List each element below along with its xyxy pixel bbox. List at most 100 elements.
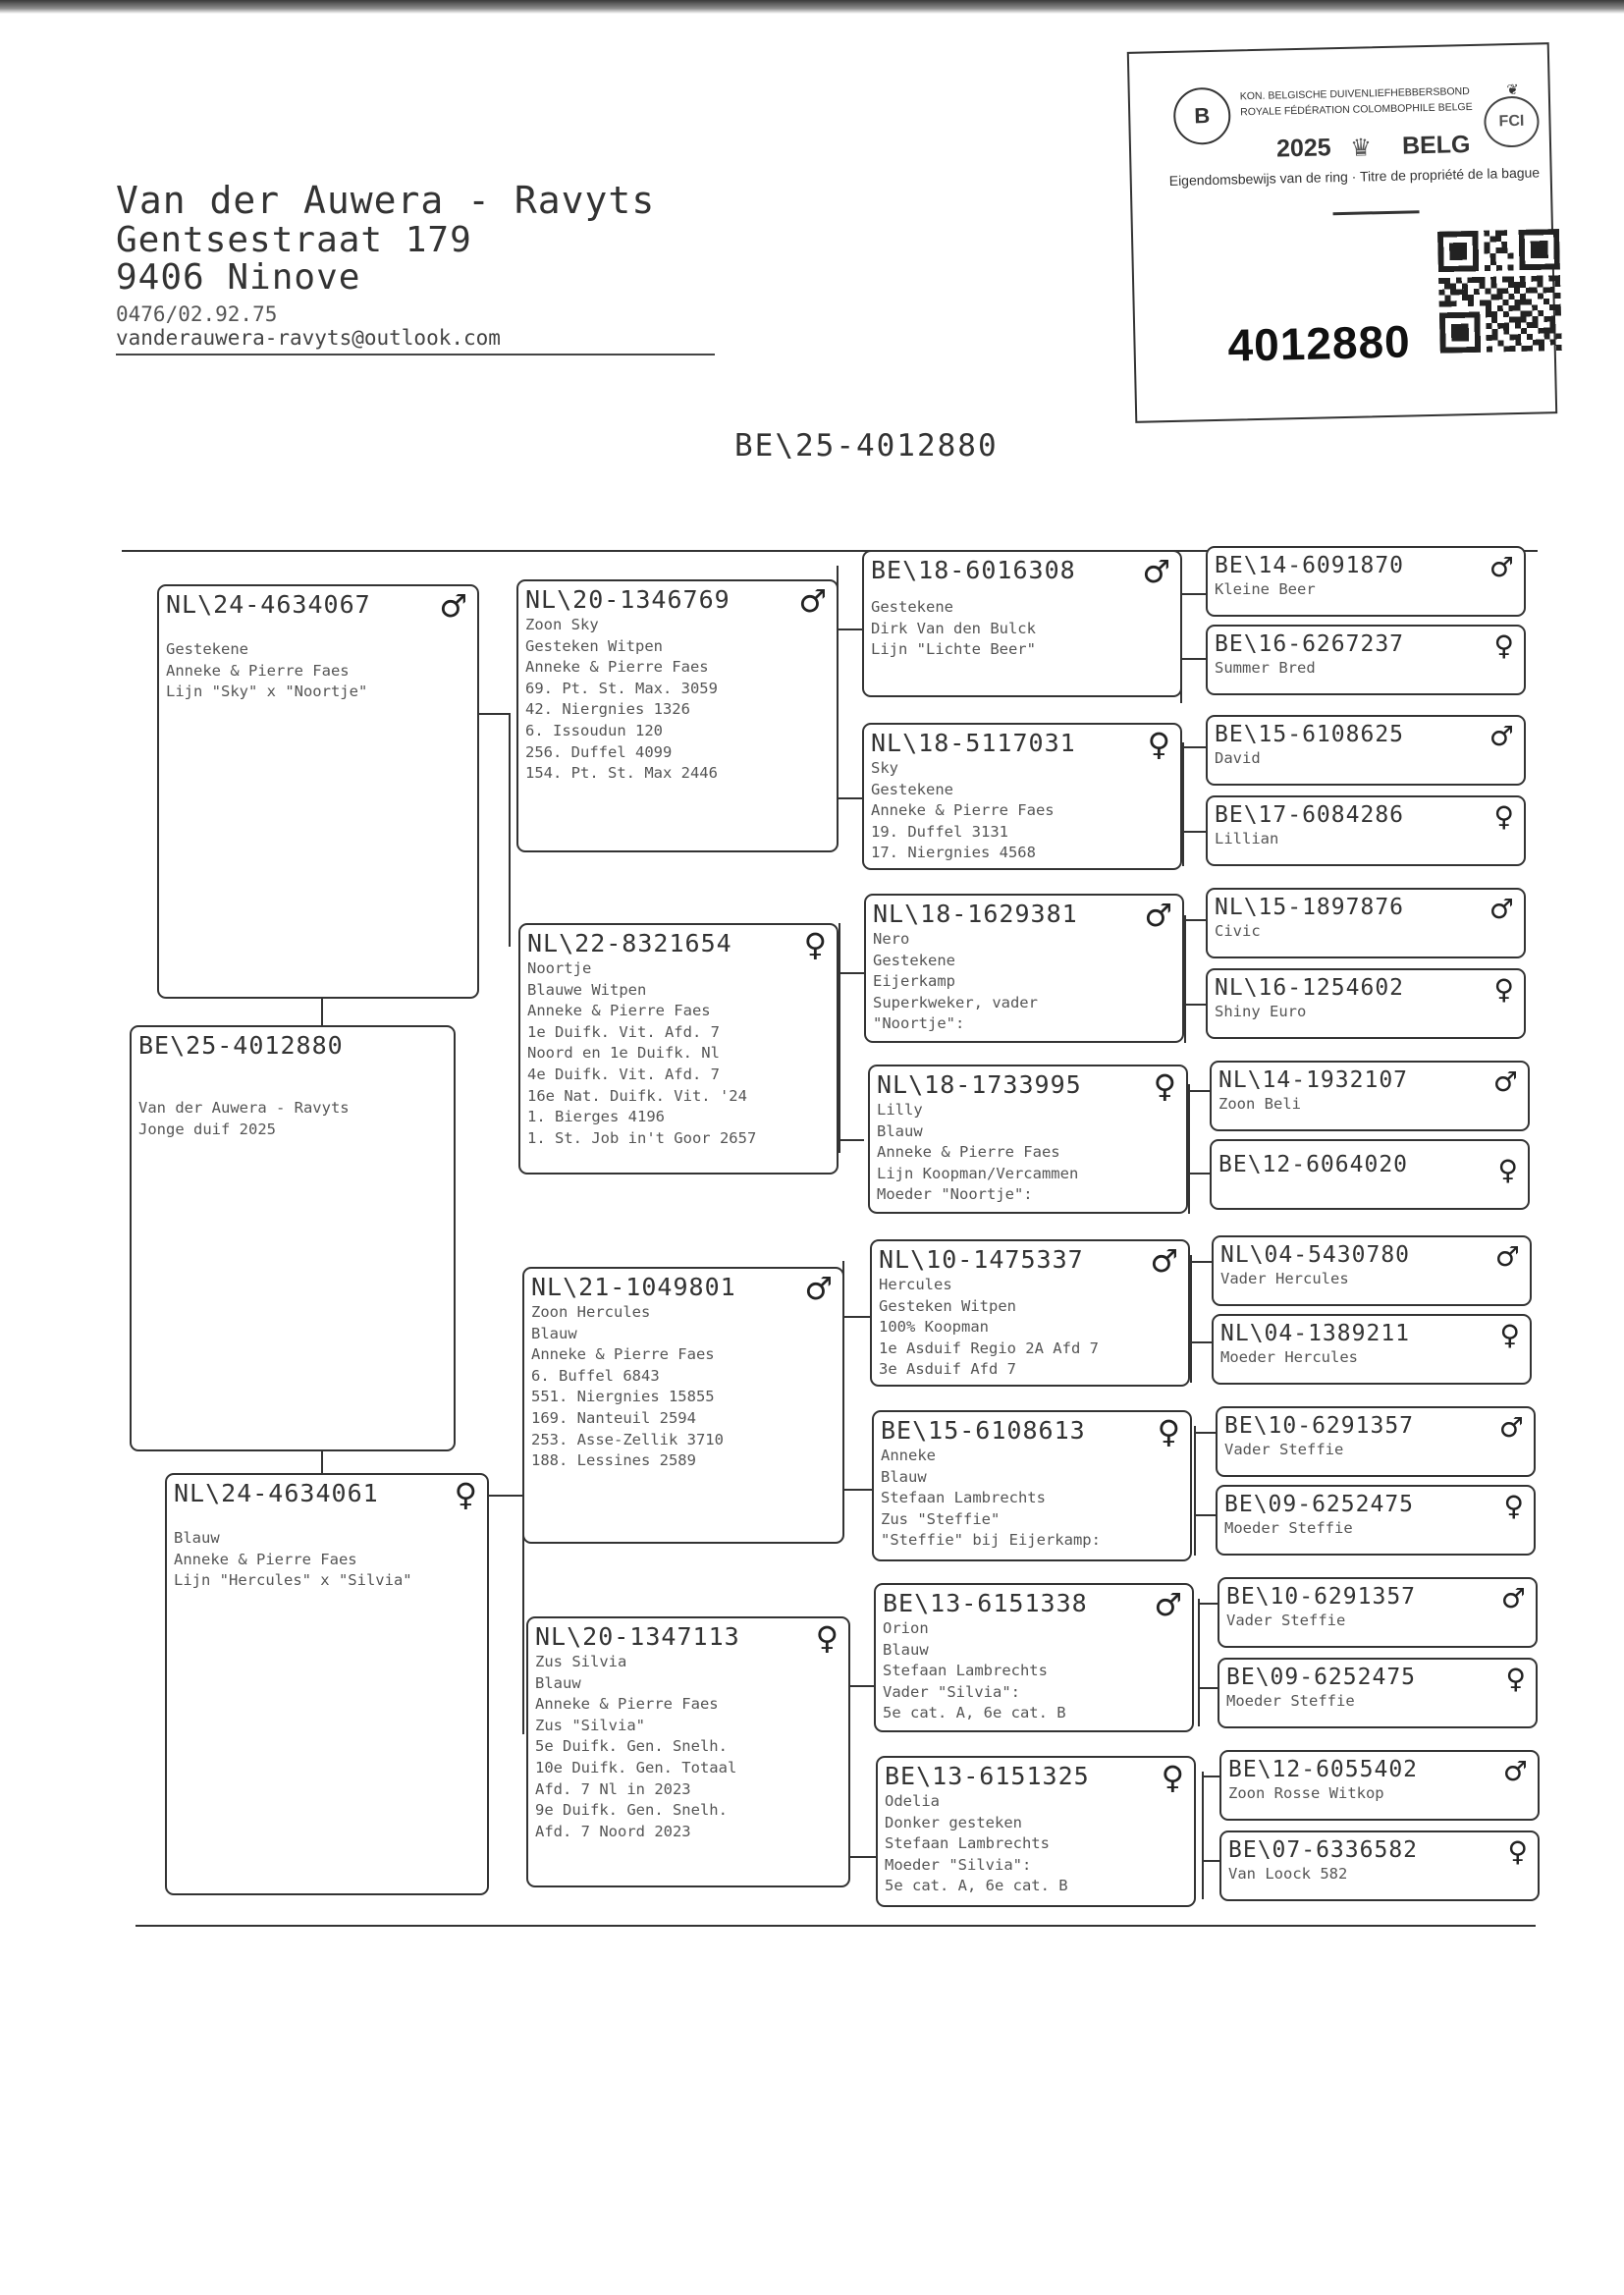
gen4-box-5: NL\15-1897876 ♂ Civic bbox=[1206, 888, 1526, 958]
connector bbox=[1204, 1776, 1223, 1777]
female-icon: ♀ bbox=[815, 1619, 839, 1657]
pigeon-notes: Odelia Donker gesteken Stefaan Lambrecht… bbox=[885, 1792, 1068, 1895]
owner-email: vanderauwera-ravyts@outlook.com bbox=[116, 326, 501, 350]
male-icon: ♂ bbox=[1150, 1242, 1178, 1280]
female-icon: ♀ bbox=[1493, 800, 1514, 833]
gen4-box-13: BE\10-6291357 ♂ Vader Steffie bbox=[1218, 1577, 1538, 1648]
gen3-box-4: NL\18-1733995 ♀ Lilly Blauw Anneke & Pie… bbox=[868, 1065, 1188, 1214]
female-icon: ♀ bbox=[1499, 1319, 1520, 1351]
connector bbox=[1188, 1084, 1190, 1214]
connector bbox=[1190, 1255, 1192, 1383]
pedigree-bottom-rule bbox=[135, 1925, 1536, 1927]
connector bbox=[839, 797, 864, 799]
connector bbox=[1186, 1004, 1206, 1006]
gen3-box-3: NL\18-1629381 ♂ Nero Gestekene Eijerkamp… bbox=[864, 894, 1184, 1043]
connector bbox=[1184, 746, 1206, 748]
owner-street: Gentsestraat 179 bbox=[116, 220, 472, 260]
connector bbox=[1192, 1261, 1212, 1263]
ring-number: BE\25-4012880 bbox=[138, 1031, 344, 1060]
owner-phone: 0476/02.92.75 bbox=[116, 302, 278, 326]
pigeon-notes: Zus Silvia Blauw Anneke & Pierre Faes Zu… bbox=[535, 1653, 737, 1840]
ring-number: BE\09-6252475 bbox=[1226, 1665, 1417, 1690]
pigeon-notes: Vader Steffie bbox=[1226, 1612, 1346, 1629]
gen4-box-10: NL\04-1389211 ♀ Moeder Hercules bbox=[1212, 1314, 1532, 1385]
connector bbox=[489, 1495, 524, 1497]
granddam-paternal-box: NL\22-8321654 ♀ Noortje Blauwe Witpen An… bbox=[518, 923, 839, 1175]
pigeon-notes: Vader Hercules bbox=[1220, 1270, 1349, 1287]
connector bbox=[850, 1856, 876, 1858]
pigeon-notes: Van Loock 582 bbox=[1228, 1865, 1348, 1883]
gen4-box-11: BE\10-6291357 ♂ Vader Steffie bbox=[1216, 1406, 1536, 1477]
pigeon-notes: Zoon Beli bbox=[1218, 1095, 1301, 1113]
ring-number: NL\21-1049801 bbox=[531, 1273, 736, 1301]
owner-city: 9406 Ninove bbox=[116, 257, 361, 298]
connector bbox=[1196, 1432, 1216, 1434]
connector bbox=[840, 1139, 864, 1141]
gen3-box-1: BE\18-6016308 ♂ Gestekene Dirk Van den B… bbox=[862, 550, 1182, 697]
pedigree-top-rule bbox=[122, 550, 1538, 552]
crown-icon: ♛ bbox=[1351, 129, 1371, 164]
pigeon-notes: Gestekene Anneke & Pierre Faes Lijn "Sky… bbox=[166, 640, 368, 701]
ring-number: NL\18-1629381 bbox=[873, 900, 1078, 928]
pigeon-notes: Nero Gestekene Eijerkamp Superkweker, va… bbox=[873, 930, 1038, 1033]
owner-block: Van der Auwera - Ravyts Gentsestraat 179… bbox=[116, 179, 715, 355]
male-icon: ♂ bbox=[1489, 551, 1514, 583]
connector bbox=[1196, 1514, 1216, 1516]
ring-number: BE\10-6291357 bbox=[1226, 1584, 1417, 1610]
ring-number: BE\13-6151325 bbox=[885, 1762, 1090, 1790]
gen4-box-9: NL\04-5430780 ♂ Vader Hercules bbox=[1212, 1235, 1532, 1306]
connector bbox=[839, 628, 864, 630]
gen3-box-8: BE\13-6151325 ♀ Odelia Donker gesteken S… bbox=[876, 1756, 1196, 1907]
male-icon: ♂ bbox=[798, 582, 827, 620]
pigeon-notes: Lilly Blauw Anneke & Pierre Faes Lijn Ko… bbox=[877, 1101, 1079, 1204]
dam-box: NL\24-4634061 ♀ Blauw Anneke & Pierre Fa… bbox=[165, 1473, 489, 1895]
female-icon: ♀ bbox=[803, 926, 827, 963]
ring-number: BE\12-6064020 bbox=[1218, 1152, 1409, 1177]
pigeon-notes: Sky Gestekene Anneke & Pierre Faes 19. D… bbox=[871, 759, 1055, 862]
pigeon-notes: Moeder Hercules bbox=[1220, 1348, 1358, 1366]
female-icon: ♀ bbox=[1507, 1835, 1528, 1868]
gen3-box-6: BE\15-6108613 ♀ Anneke Blauw Stefaan Lam… bbox=[872, 1410, 1192, 1561]
ring-number: BE\15-6108625 bbox=[1215, 722, 1405, 747]
male-icon: ♂ bbox=[1500, 1582, 1526, 1614]
ring-number: BE\14-6091870 bbox=[1215, 553, 1405, 578]
granddam-maternal-box: NL\20-1347113 ♀ Zus Silvia Blauw Anneke … bbox=[526, 1616, 850, 1887]
pigeon-notes: Gestekene Dirk Van den Bulck Lijn "Licht… bbox=[871, 598, 1036, 659]
card-ring-number: 4012880 bbox=[1226, 315, 1412, 371]
pigeon-notes: Zoon Sky Gesteken Witpen Anneke & Pierre… bbox=[525, 616, 718, 783]
female-icon: ♀ bbox=[1147, 726, 1170, 763]
gen4-box-3: BE\15-6108625 ♂ David bbox=[1206, 715, 1526, 786]
federation-name-fr: ROYALE FÉDÉRATION COLOMBOPHILE BELGE bbox=[1240, 100, 1473, 119]
fci-globe-logo: FCI bbox=[1483, 95, 1541, 148]
connector bbox=[844, 1489, 872, 1491]
connector bbox=[509, 713, 511, 947]
ring-number: BE\16-6267237 bbox=[1215, 631, 1405, 657]
ring-number: BE\17-6084286 bbox=[1215, 802, 1405, 828]
male-icon: ♂ bbox=[1502, 1755, 1528, 1787]
male-icon: ♂ bbox=[1154, 1586, 1182, 1623]
ring-number: NL\10-1475337 bbox=[879, 1245, 1084, 1274]
connector bbox=[840, 972, 864, 974]
ring-number: BE\15-6108613 bbox=[881, 1416, 1086, 1445]
connector bbox=[1200, 1603, 1219, 1605]
pigeon-notes: Moeder Steffie bbox=[1224, 1519, 1353, 1537]
male-icon: ♂ bbox=[1142, 553, 1170, 590]
grandsire-maternal-box: NL\21-1049801 ♂ Zoon Hercules Blauw Anne… bbox=[522, 1267, 844, 1544]
connector bbox=[1182, 658, 1206, 660]
ring-number: NL\22-8321654 bbox=[527, 929, 732, 957]
female-icon: ♀ bbox=[1497, 1154, 1518, 1186]
pigeon-notes: Zoon Rosse Witkop bbox=[1228, 1784, 1384, 1802]
card-divider bbox=[1332, 210, 1420, 216]
card-year: 2025 bbox=[1275, 134, 1331, 163]
main-ring-number: BE\25-4012880 bbox=[734, 428, 999, 464]
connector bbox=[479, 713, 509, 715]
ring-number: NL\16-1254602 bbox=[1215, 975, 1405, 1001]
pigeon-notes: Lillian bbox=[1215, 830, 1279, 847]
connector bbox=[321, 999, 323, 1025]
male-icon: ♂ bbox=[1489, 893, 1514, 925]
pigeon-notes: Noortje Blauwe Witpen Anneke & Pierre Fa… bbox=[527, 959, 757, 1147]
female-icon: ♀ bbox=[1153, 1067, 1176, 1105]
ring-number: NL\14-1932107 bbox=[1218, 1067, 1409, 1093]
connector bbox=[321, 1451, 323, 1473]
pigeon-notes: Anneke Blauw Stefaan Lambrechts Zus "Ste… bbox=[881, 1447, 1101, 1550]
